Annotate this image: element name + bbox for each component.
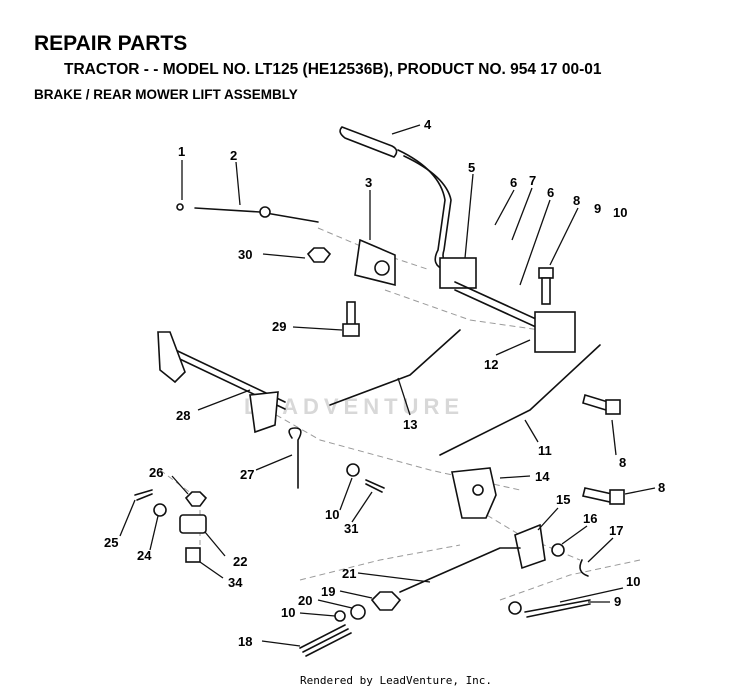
callout-7: 7 [529, 173, 536, 188]
ferrule-22 [179, 514, 207, 534]
nut-19 [370, 591, 402, 611]
eyebolt [288, 427, 302, 489]
callout-4: 4 [424, 117, 432, 132]
callout-25: 25 [104, 535, 118, 550]
callout-22: 22 [233, 554, 247, 569]
bolt-8-mid [582, 393, 621, 415]
callout-19: 19 [321, 584, 335, 599]
callout-10a: 10 [613, 205, 627, 220]
bolt-8-low [582, 487, 625, 505]
callout-5: 5 [468, 160, 475, 175]
callout-12: 12 [484, 357, 498, 372]
callout-27: 27 [240, 467, 254, 482]
bolt-29 [342, 301, 360, 337]
callout-24: 24 [137, 548, 152, 563]
callout-16: 16 [583, 511, 597, 526]
callout-21: 21 [342, 566, 356, 581]
callout-8b: 8 [619, 455, 626, 470]
callout-labels: 1 2 3 4 5 6 7 6 8 9 10 30 29 12 28 13 11… [104, 117, 665, 649]
callout-14: 14 [535, 469, 550, 484]
nut-26 [184, 491, 208, 507]
model-subtitle: TRACTOR - - MODEL NO. LT125 (HE12536B), … [64, 61, 602, 78]
brake-rod [176, 203, 319, 223]
callout-9a: 9 [594, 201, 601, 216]
cotter-pin-31 [365, 479, 385, 493]
link-15 [514, 523, 546, 570]
callout-17: 17 [609, 523, 623, 538]
cotter-pin-9 [524, 599, 591, 618]
hex-nut [306, 247, 332, 263]
bolt-8-top [538, 267, 554, 305]
callout-8c: 8 [658, 480, 665, 495]
lift-rod-13 [329, 329, 461, 406]
callout-30: 30 [238, 247, 252, 262]
callout-15: 15 [556, 492, 570, 507]
callout-28: 28 [176, 408, 190, 423]
washer-10b [334, 610, 346, 622]
render-credit: Rendered by LeadVenture, Inc. [300, 674, 493, 687]
callout-1: 1 [178, 144, 185, 159]
washer-16 [551, 543, 565, 557]
assembly-title: BRAKE / REAR MOWER LIFT ASSEMBLY [34, 87, 298, 102]
lift-lever [397, 149, 477, 289]
washer-10a [346, 463, 360, 477]
callout-9b: 9 [614, 594, 621, 609]
callout-2: 2 [230, 148, 237, 163]
rod-21 [399, 547, 521, 593]
callout-6a: 6 [510, 175, 517, 190]
brake-shaft [157, 331, 286, 434]
callout-11: 11 [538, 443, 552, 458]
callout-31: 31 [344, 521, 358, 536]
washer-20 [350, 604, 366, 620]
callout-18: 18 [238, 634, 252, 649]
callout-10b: 10 [325, 507, 339, 522]
leader-lines [119, 124, 656, 647]
callout-6b: 6 [547, 185, 554, 200]
mounting-bracket [451, 467, 497, 519]
callout-29: 29 [272, 319, 286, 334]
lift-rod-11 [439, 344, 601, 456]
callout-13: 13 [403, 417, 417, 432]
callout-10c: 10 [626, 574, 640, 589]
spring-18 [299, 624, 352, 657]
callout-26: 26 [149, 465, 163, 480]
washer-24 [153, 503, 167, 517]
pivot-bracket [354, 238, 396, 287]
callout-10d: 10 [281, 605, 295, 620]
handle-grip [339, 126, 398, 158]
page-title: REPAIR PARTS [34, 32, 188, 55]
washer-10c [508, 601, 522, 615]
cotter-pin-25 [134, 489, 153, 501]
callout-34: 34 [228, 575, 243, 590]
alignment-lines [159, 227, 641, 601]
nut-34 [185, 547, 201, 563]
lift-shaft [454, 281, 576, 353]
callout-3: 3 [365, 175, 372, 190]
callout-20: 20 [298, 593, 312, 608]
clip-17 [579, 559, 589, 577]
callout-8a: 8 [573, 193, 580, 208]
